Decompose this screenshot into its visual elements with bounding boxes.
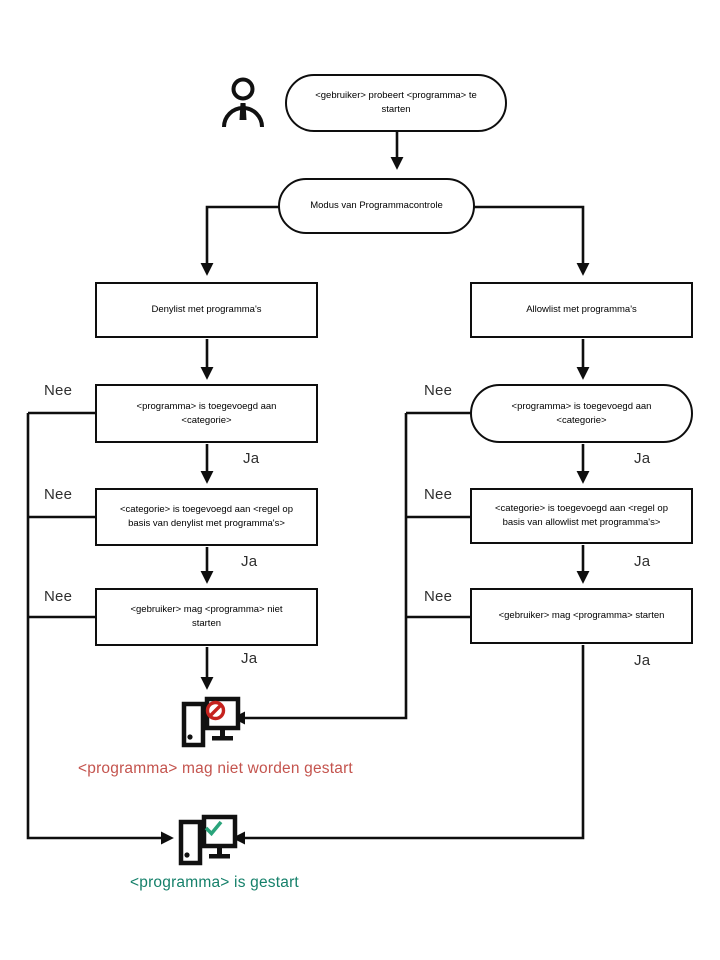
- edge-label-yes: Ja: [634, 553, 651, 570]
- outcome-started-text: <programma> is gestart: [130, 874, 299, 891]
- edge-label-yes: Ja: [634, 450, 651, 467]
- node-denylist: Denylist met programma's: [95, 282, 318, 338]
- outcome-blocked-text: <programma> mag niet worden gestart: [78, 760, 353, 777]
- edge-label-yes: Ja: [634, 652, 651, 669]
- edge-label-no: Nee: [44, 382, 73, 399]
- edge-label-no: Nee: [424, 382, 453, 399]
- node-deny-verdict: <gebruiker> mag <programma> niet starten: [95, 588, 318, 646]
- edge-label-no: Nee: [44, 486, 73, 503]
- node-deny-check-category: <categorie> is toegevoegd aan <regel op …: [95, 488, 318, 546]
- edge-label-yes: Ja: [243, 450, 260, 467]
- edge-label-no: Nee: [44, 588, 73, 605]
- node-allow-check-program: <programma> is toegevoegd aan <categorie…: [470, 384, 693, 443]
- edge-label-no: Nee: [424, 486, 453, 503]
- node-allowlist: Allowlist met programma's: [470, 282, 693, 338]
- node-allow-check-category: <categorie> is toegevoegd aan <regel op …: [470, 488, 693, 544]
- node-allow-verdict: <gebruiker> mag <programma> starten: [470, 588, 693, 644]
- computer-started-icon: [178, 814, 238, 866]
- edge-label-yes: Ja: [241, 650, 258, 667]
- node-start: <gebruiker> probeert <programma> te star…: [285, 74, 507, 132]
- computer-blocked-icon: [181, 696, 241, 748]
- node-deny-check-program: <programma> is toegevoegd aan <categorie…: [95, 384, 318, 443]
- edge-label-yes: Ja: [241, 553, 258, 570]
- edge-label-no: Nee: [424, 588, 453, 605]
- user-icon: [222, 77, 264, 127]
- node-control-mode: Modus van Programmacontrole: [278, 178, 475, 234]
